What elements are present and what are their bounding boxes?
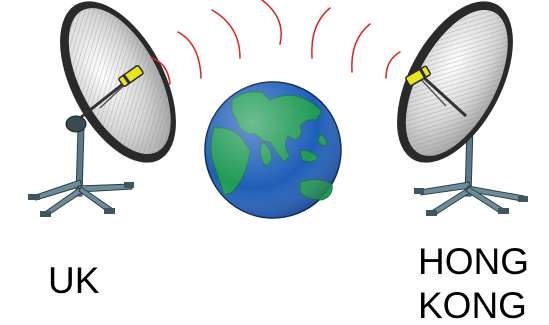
globe-icon bbox=[205, 82, 341, 218]
hong-kong-label-line-2: KONG bbox=[418, 284, 548, 325]
signal-wave-left-3 bbox=[212, 10, 240, 58]
left-dish-mount bbox=[66, 116, 86, 132]
left-satellite-dish-icon bbox=[28, 0, 200, 217]
signal-wave-right-3 bbox=[386, 52, 400, 78]
signal-waves bbox=[152, 0, 400, 84]
hong-kong-label-line-1: HONG bbox=[418, 240, 548, 284]
right-dish-bowl bbox=[373, 0, 537, 181]
right-satellite-dish-icon bbox=[373, 0, 537, 216]
signal-wave-left-4 bbox=[262, 0, 281, 44]
uk-label: UK bbox=[48, 259, 99, 303]
signal-wave-right-1 bbox=[312, 8, 330, 58]
signal-wave-right-2 bbox=[352, 24, 370, 72]
hong-kong-label: HONG KONG bbox=[418, 240, 548, 325]
signal-wave-left-2 bbox=[178, 32, 201, 78]
